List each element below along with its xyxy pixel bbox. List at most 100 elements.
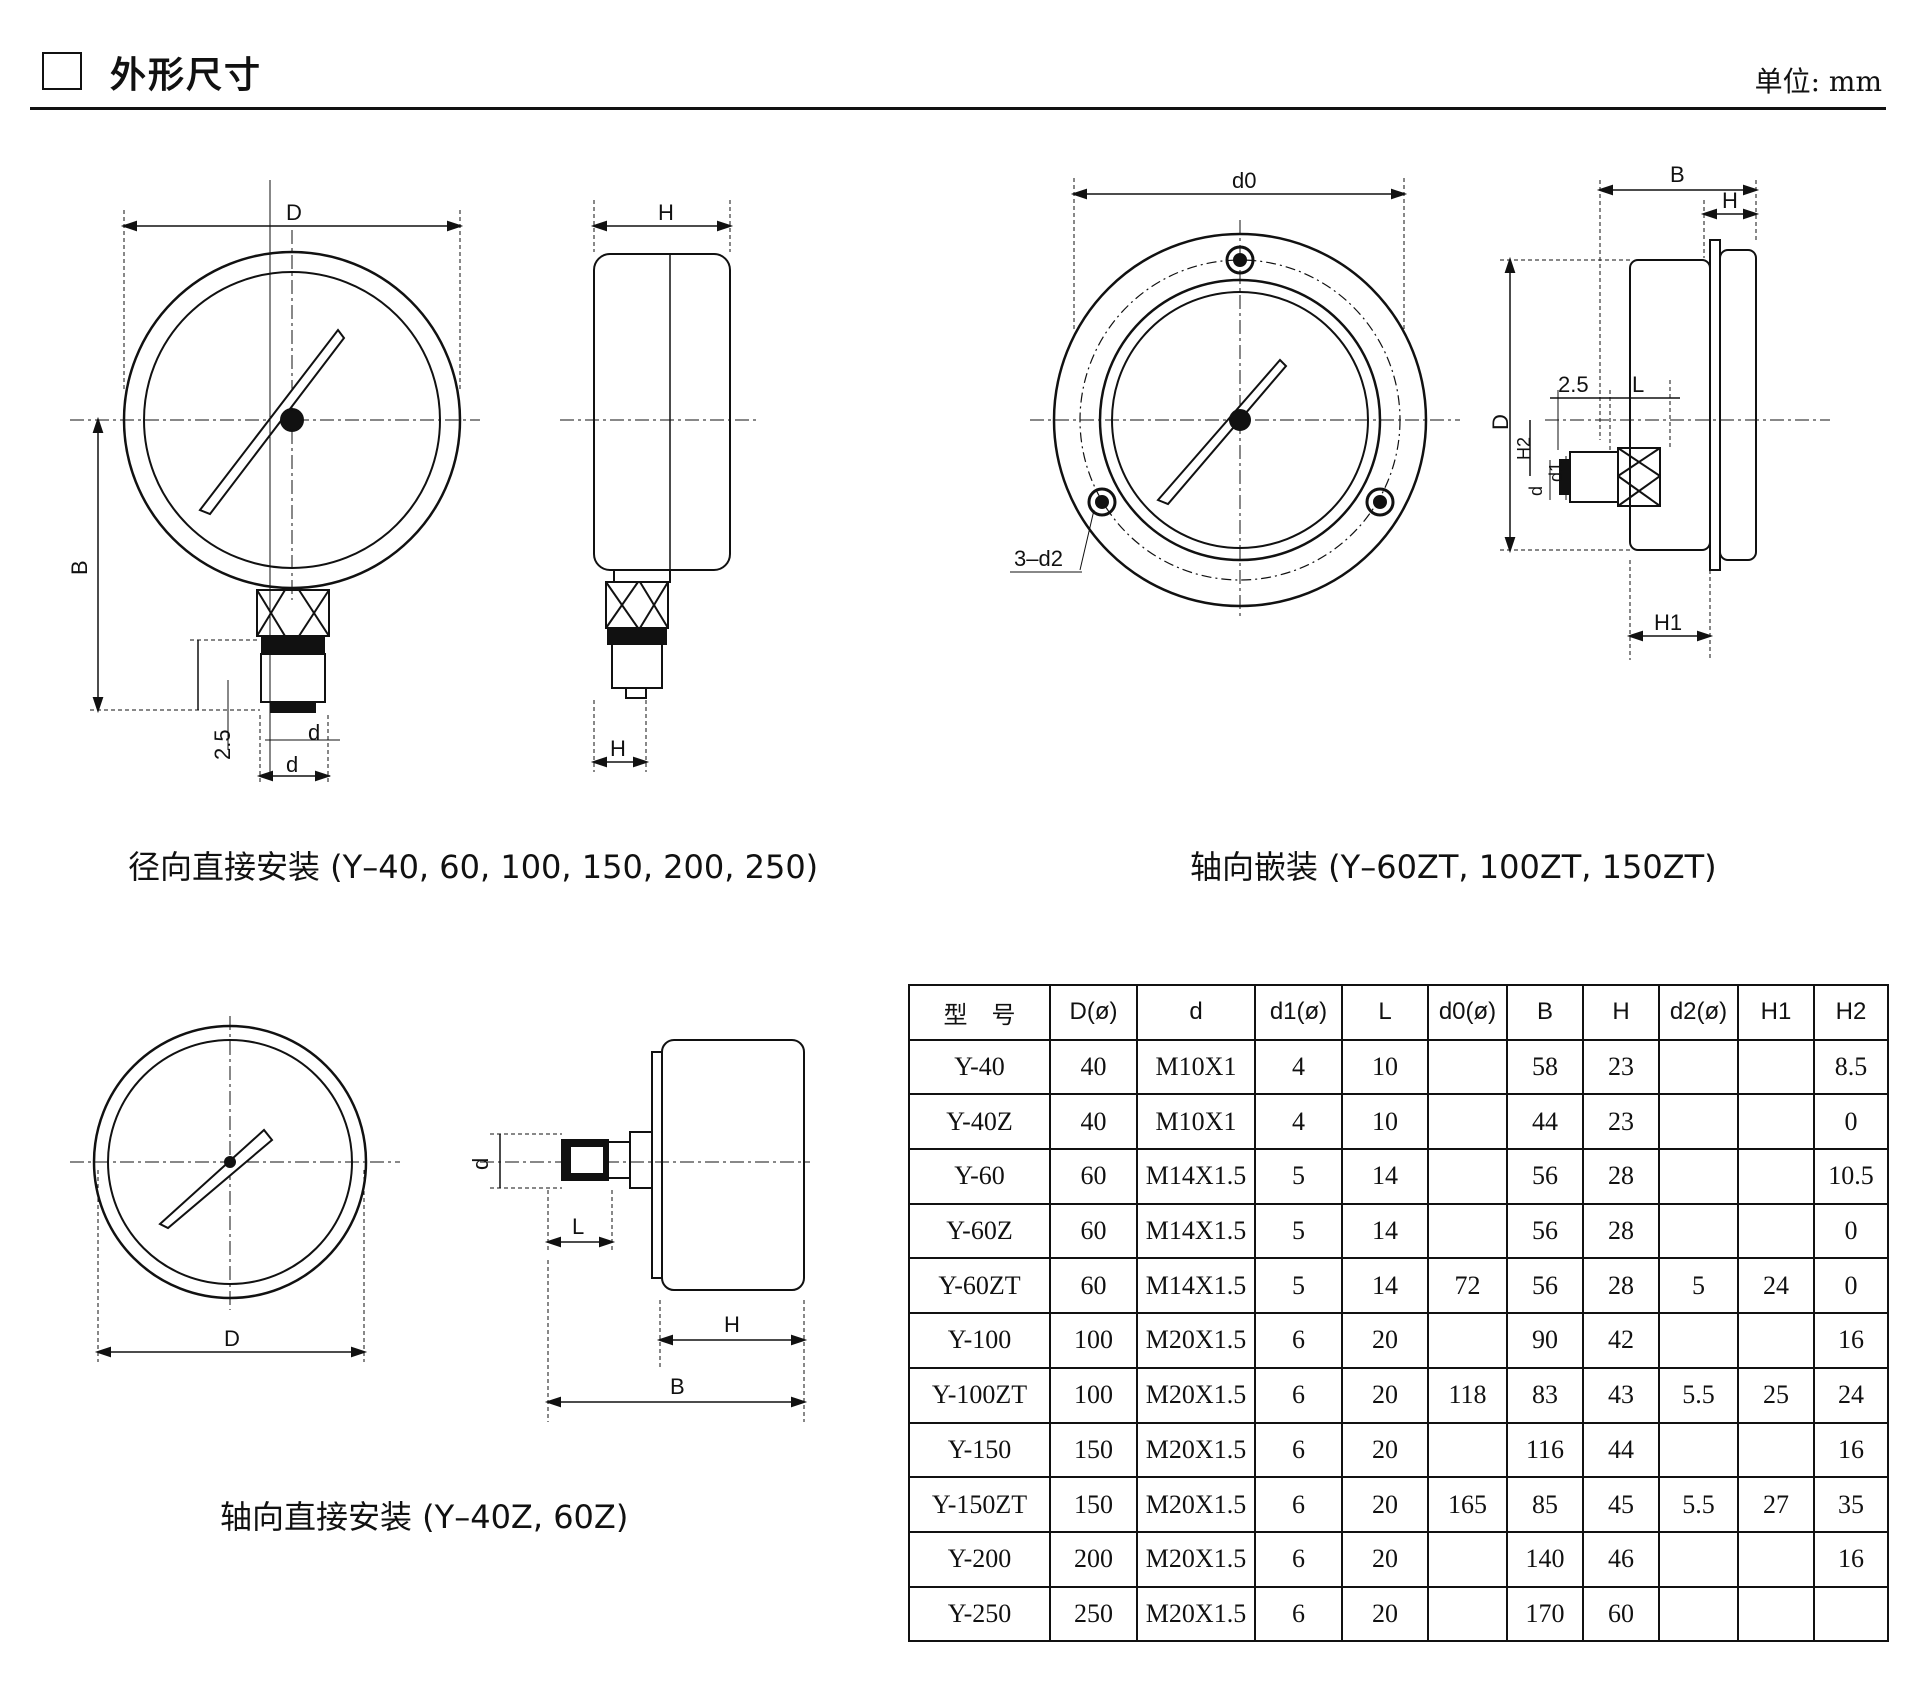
table-cell: 5.5 (1658, 1366, 1739, 1424)
col-header-L: L (1341, 984, 1429, 1041)
col-header-d1: d1(ø) (1254, 984, 1343, 1041)
dim-label-d0: d0 (1232, 168, 1256, 193)
table-cell: 40 (1049, 1038, 1138, 1096)
table-cell: 23 (1582, 1038, 1660, 1096)
col-header-model: 型 号 (908, 984, 1051, 1041)
table-cell: M20X1.5 (1136, 1530, 1256, 1588)
table-cell: 14 (1341, 1148, 1429, 1205)
dim-label-L: L (1632, 372, 1644, 397)
table-cell: 4 (1254, 1093, 1343, 1151)
table-cell: 16 (1813, 1530, 1889, 1588)
unit-label: 单位: mm (1754, 65, 1882, 98)
table-cell: M14X1.5 (1136, 1148, 1256, 1205)
table-cell: 100 (1049, 1312, 1138, 1369)
table-cell: 20 (1341, 1476, 1429, 1533)
table-cell: 16 (1813, 1312, 1889, 1369)
table-cell: Y-150ZT (908, 1476, 1051, 1533)
table-cell (1658, 1093, 1739, 1151)
table-row: Y-40 40 M10X1 4 10 58 23 8.5 (908, 1038, 1889, 1096)
table-cell: 83 (1506, 1366, 1584, 1424)
dim-label-L: L (572, 1214, 584, 1239)
table-cell (1427, 1093, 1508, 1151)
table-cell: 10 (1341, 1038, 1429, 1096)
table-cell (1427, 1530, 1508, 1588)
table-cell: 60 (1049, 1202, 1138, 1260)
table-row: Y-150 150 M20X1.5 6 20 116 44 16 (908, 1421, 1889, 1479)
table-cell: Y-60 (908, 1148, 1051, 1205)
table-cell: 20 (1341, 1312, 1429, 1369)
col-header-d0: d0(ø) (1427, 984, 1508, 1041)
table-cell: 20 (1341, 1530, 1429, 1588)
table-cell: 85 (1506, 1476, 1584, 1533)
header-divider (30, 107, 1886, 110)
table-cell: 6 (1254, 1366, 1343, 1424)
table-cell: Y-250 (908, 1585, 1051, 1643)
table-cell (1427, 1038, 1508, 1096)
dim-label-H1: H1 (1654, 610, 1682, 635)
table-cell: 250 (1049, 1585, 1138, 1643)
section-checkbox-icon (42, 52, 82, 90)
table-cell: 24 (1737, 1257, 1815, 1315)
table-cell (1427, 1585, 1508, 1643)
table-cell: 25 (1737, 1366, 1815, 1424)
table-cell: 150 (1049, 1421, 1138, 1479)
table-cell: Y-60ZT (908, 1257, 1051, 1315)
table-cell: 118 (1427, 1366, 1508, 1424)
col-header-H: H (1582, 984, 1660, 1041)
table-cell: 44 (1582, 1421, 1660, 1479)
table-cell: 5 (1254, 1202, 1343, 1260)
dim-label-d1: d1 (1546, 462, 1566, 482)
table-cell: Y-40 (908, 1038, 1051, 1096)
col-header-H1: H1 (1737, 984, 1815, 1041)
table-cell: 140 (1506, 1530, 1584, 1588)
table-cell: 44 (1506, 1093, 1584, 1151)
table-cell (1813, 1585, 1889, 1643)
table-cell: 170 (1506, 1585, 1584, 1643)
axial-direct-caption: 轴向直接安装 (Y–40Z, 60Z) (220, 1498, 629, 1536)
radial-mount-caption: 径向直接安装 (Y–40, 60, 100, 150, 200, 250) (128, 848, 819, 886)
table-cell (1427, 1421, 1508, 1479)
table-cell: 23 (1582, 1093, 1660, 1151)
table-cell: Y-200 (908, 1530, 1051, 1588)
table-cell (1737, 1093, 1815, 1151)
table-cell (1737, 1202, 1815, 1260)
table-cell: M20X1.5 (1136, 1476, 1256, 1533)
table-cell (1737, 1421, 1815, 1479)
table-cell: 28 (1582, 1202, 1660, 1260)
table-cell: 56 (1506, 1202, 1584, 1260)
table-cell (1658, 1530, 1739, 1588)
table-cell: 35 (1813, 1476, 1889, 1533)
dim-label-B: B (1670, 162, 1685, 187)
table-cell: 0 (1813, 1257, 1889, 1315)
col-header-d2: d2(ø) (1658, 984, 1739, 1041)
col-header-d: d (1136, 984, 1256, 1041)
dim-label-holes: 3–d2 (1014, 546, 1063, 571)
table-cell: 5.5 (1658, 1476, 1739, 1533)
table-cell: 8.5 (1813, 1038, 1889, 1096)
table-cell: 14 (1341, 1257, 1429, 1315)
table-cell: 28 (1582, 1257, 1660, 1315)
table-cell: M14X1.5 (1136, 1257, 1256, 1315)
table-cell: 100 (1049, 1366, 1138, 1424)
table-cell (1658, 1421, 1739, 1479)
table-cell (1658, 1202, 1739, 1260)
dim-label-offset: 2.5 (210, 729, 235, 760)
table-cell: 24 (1813, 1366, 1889, 1424)
table-cell: 27 (1737, 1476, 1815, 1533)
dim-label-offset: 2.5 (1558, 372, 1589, 397)
section-title: 外形尺寸 (110, 55, 263, 96)
table-cell: 42 (1582, 1312, 1660, 1369)
table-cell (1658, 1038, 1739, 1096)
table-cell (1737, 1585, 1815, 1643)
col-header-D: D(ø) (1049, 984, 1138, 1041)
table-cell: 16 (1813, 1421, 1889, 1479)
table-cell: 56 (1506, 1257, 1584, 1315)
table-cell: 0 (1813, 1093, 1889, 1151)
table-row: Y-40Z 40 M10X1 4 10 44 23 0 (908, 1093, 1889, 1151)
table-cell: 6 (1254, 1421, 1343, 1479)
table-cell: 56 (1506, 1148, 1584, 1205)
table-cell (1427, 1202, 1508, 1260)
table-cell: 72 (1427, 1257, 1508, 1315)
table-cell (1658, 1148, 1739, 1205)
table-cell: 4 (1254, 1038, 1343, 1096)
